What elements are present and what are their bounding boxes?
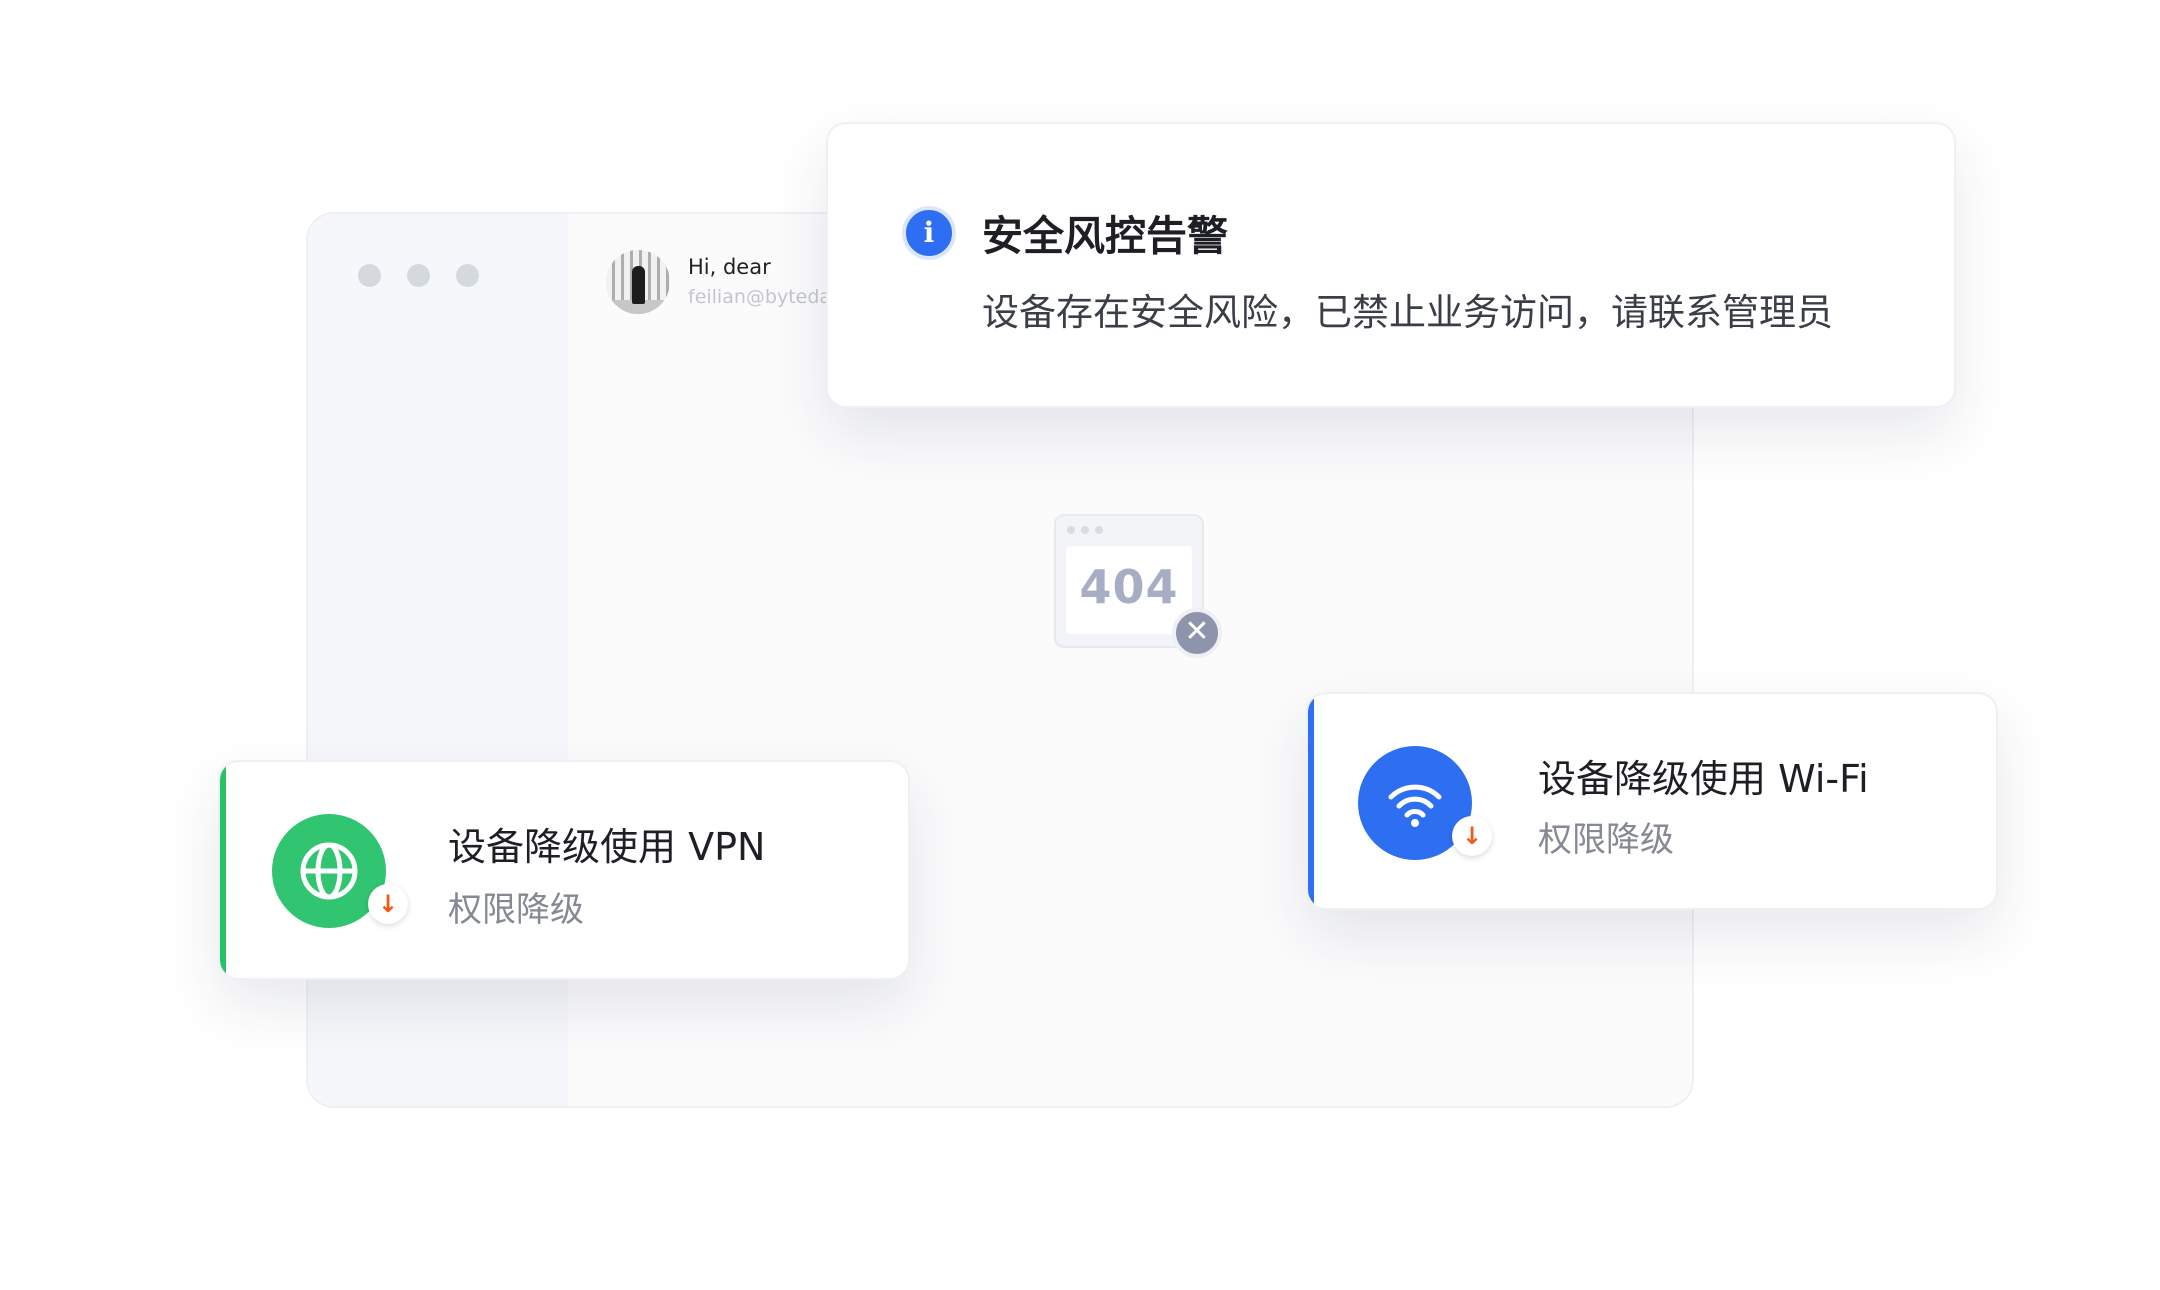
info-icon: i bbox=[902, 206, 956, 260]
vpn-card-title: 设备降级使用 VPN bbox=[448, 825, 766, 869]
security-alert-card: i 安全风控告警 设备存在安全风险，已禁止业务访问，请联系管理员 bbox=[826, 122, 1956, 408]
user-greeting: Hi, dear bbox=[688, 255, 771, 279]
accent-bar bbox=[1308, 694, 1314, 908]
vpn-downgrade-card: ↓ 设备降级使用 VPN 权限降级 bbox=[218, 760, 910, 980]
window-dot-minimize[interactable] bbox=[407, 264, 430, 287]
downgrade-arrow-icon: ↓ bbox=[1452, 816, 1492, 856]
wifi-downgrade-card: ↓ 设备降级使用 Wi-Fi 权限降级 bbox=[1306, 692, 1998, 910]
globe-icon bbox=[272, 814, 386, 928]
avatar[interactable] bbox=[606, 250, 670, 314]
user-profile[interactable]: Hi, dear feilian@byteda bbox=[606, 250, 831, 314]
close-x-icon: ✕ bbox=[1172, 608, 1222, 658]
downgrade-arrow-icon: ↓ bbox=[368, 884, 408, 924]
user-email: feilian@byteda bbox=[688, 286, 832, 308]
mini-window-dots bbox=[1067, 526, 1103, 534]
error-code: 404 bbox=[1079, 560, 1179, 614]
alert-message: 设备存在安全风险，已禁止业务访问，请联系管理员 bbox=[982, 291, 1833, 334]
accent-bar bbox=[220, 762, 226, 978]
error-404-illustration: 404 ✕ bbox=[1054, 514, 1222, 658]
wifi-card-title: 设备降级使用 Wi-Fi bbox=[1538, 757, 1869, 801]
window-dot-maximize[interactable] bbox=[456, 264, 479, 287]
vpn-card-subtitle: 权限降级 bbox=[448, 890, 584, 930]
window-controls bbox=[358, 264, 479, 287]
wifi-card-subtitle: 权限降级 bbox=[1538, 820, 1674, 860]
window-dot-close[interactable] bbox=[358, 264, 381, 287]
user-info: Hi, dear feilian@byteda bbox=[688, 252, 831, 312]
mini-window-panel bbox=[1066, 546, 1192, 634]
alert-title: 安全风控告警 bbox=[982, 212, 1228, 260]
